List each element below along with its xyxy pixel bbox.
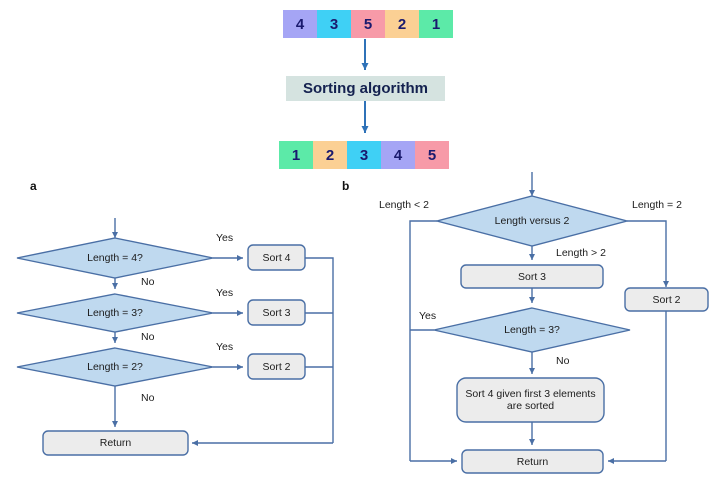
process-sort-3 [247, 299, 306, 326]
array-cell: 5 [351, 10, 385, 38]
edge-label-length-gt-2: Length > 2 [556, 247, 606, 259]
array-cell: 3 [317, 10, 351, 38]
panel-label-a: a [30, 179, 37, 193]
terminal-return-a [42, 430, 189, 456]
panel-b-graph [409, 172, 709, 474]
process-sort-2 [247, 353, 306, 380]
panel-label-b: b [342, 179, 350, 193]
process-sort-4 [247, 244, 306, 271]
edge-label-no-2: No [141, 331, 155, 343]
process-sort-2-b [624, 287, 709, 312]
edge-label-yes-1: Yes [216, 232, 234, 244]
array-cell: 1 [419, 10, 453, 38]
array-cell: 4 [283, 10, 317, 38]
decision-length-3-b [433, 307, 631, 353]
edge-label-yes-3: Yes [216, 341, 234, 353]
process-sort-3-b [460, 264, 604, 289]
edge-label-length-eq-2: Length = 2 [632, 199, 682, 211]
edge-label-no-3: No [141, 392, 155, 404]
decision-length-versus-2 [434, 195, 630, 247]
array-cell: 1 [279, 141, 313, 169]
terminal-return-b [461, 449, 604, 474]
array-cell: 4 [381, 141, 415, 169]
edge-label-no-1: No [141, 276, 155, 288]
process-sort-4-given [456, 377, 605, 423]
array-cell: 2 [313, 141, 347, 169]
array-cell: 5 [415, 141, 449, 169]
edge-label-yes-b: Yes [419, 310, 437, 322]
array-cell: 2 [385, 10, 419, 38]
decision-length-3 [16, 293, 214, 333]
sorting-algorithm-box: Sorting algorithm [286, 76, 445, 101]
edge-label-yes-2: Yes [216, 287, 234, 299]
array-cell: 3 [347, 141, 381, 169]
decision-length-2 [16, 347, 214, 387]
edge-label-length-lt-2: Length < 2 [379, 199, 429, 211]
edge-label-no-b: No [556, 355, 570, 367]
decision-length-4 [16, 237, 214, 279]
panel-a-graph [16, 218, 334, 456]
